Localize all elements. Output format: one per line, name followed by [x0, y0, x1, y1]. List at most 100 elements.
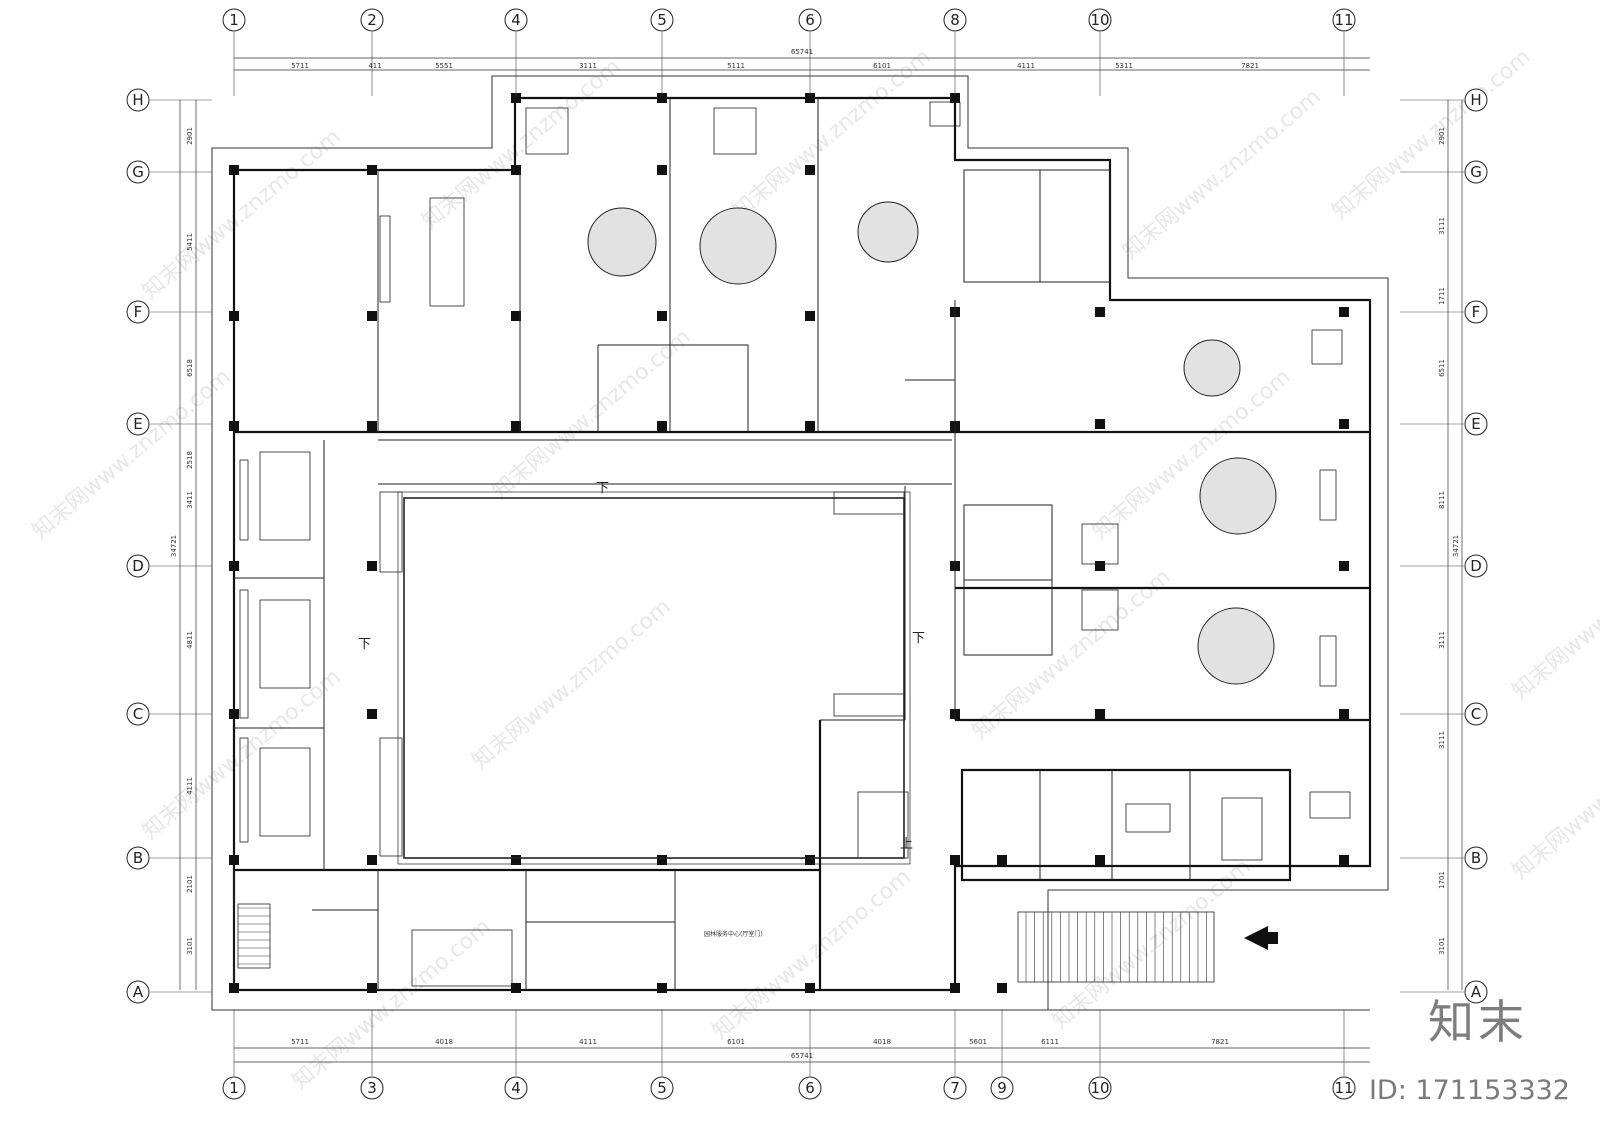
column	[367, 165, 377, 175]
axis-bottom-1-label: 1	[229, 1079, 239, 1097]
column	[229, 311, 239, 321]
watermark-text: 知末网www.znzmo.com	[708, 864, 916, 1044]
dim-right-seg: 3111	[1438, 217, 1446, 235]
column	[1339, 855, 1349, 865]
dim-bottom-seg: 5601	[969, 1038, 987, 1046]
axis-right-F-circle	[1464, 300, 1488, 324]
dim-bottom-seg: 7821	[1211, 1038, 1229, 1046]
watermark-text: 知末网www.znzmo.com	[468, 594, 676, 774]
dim-left-seg: 3411	[186, 491, 194, 509]
axis-left-A-label: A	[133, 983, 144, 1001]
column	[1095, 561, 1105, 571]
dim-right-total: 34721	[1452, 535, 1460, 557]
dim-right-seg: 1701	[1438, 871, 1446, 889]
column	[657, 421, 667, 431]
axis-left-D-circle	[126, 554, 150, 578]
axis-bottom-9-circle	[990, 1076, 1014, 1100]
column	[367, 561, 377, 571]
axis-right-H-circle	[1464, 88, 1488, 112]
column	[367, 709, 377, 719]
dim-bottom-seg: 6101	[727, 1038, 745, 1046]
courtyard	[379, 491, 911, 865]
column	[1095, 419, 1105, 429]
axis-left-A-circle	[126, 980, 150, 1004]
interior-partitions	[233, 98, 1191, 990]
dim-right-seg: 3101	[1438, 937, 1446, 955]
axis-bottom-10-circle	[1088, 1076, 1112, 1100]
column	[805, 855, 815, 865]
dim-top-seg: 5711	[291, 62, 309, 70]
axis-top-4-circle	[504, 8, 528, 32]
axis-right-D-label: D	[1470, 557, 1482, 575]
axis-top-11-circle	[1332, 8, 1356, 32]
column	[511, 165, 521, 175]
brand-watermark-logo: 知末	[1428, 995, 1528, 1049]
column	[805, 165, 815, 175]
axis-right-G-circle	[1464, 160, 1488, 184]
dim-left-seg: 6518	[186, 359, 194, 377]
axis-left-F-label: F	[134, 303, 143, 321]
axis-top-10-circle	[1088, 8, 1112, 32]
dim-left-seg: 2518	[186, 451, 194, 469]
axis-top-4-label: 4	[511, 11, 521, 29]
axis-bottom-6-label: 6	[805, 1079, 815, 1097]
dim-bottom-seg: 5711	[291, 1038, 309, 1046]
axis-right-B-label: B	[1471, 849, 1481, 867]
axis-top-8-circle	[943, 8, 967, 32]
column	[805, 93, 815, 103]
watermark-text: 知末网www.znzmo.com	[28, 364, 236, 544]
dim-top-seg: 5311	[1115, 62, 1133, 70]
axis-bottom-1-circle	[222, 1076, 246, 1100]
dim-right-seg: 3111	[1438, 631, 1446, 649]
axis-right-E-circle	[1464, 412, 1488, 436]
column	[805, 311, 815, 321]
column	[805, 983, 815, 993]
axis-top-1-circle	[222, 8, 246, 32]
column	[950, 93, 960, 103]
room-note: 园林服务中心(厅室门)	[704, 930, 763, 938]
furniture-rectangles	[239, 101, 1351, 987]
axis-left-G-label: G	[132, 163, 144, 181]
watermark-text: 知末网www.znzmo.com	[288, 914, 496, 1094]
axis-right-F-label: F	[1472, 303, 1481, 321]
column	[229, 855, 239, 865]
axis-left-D-label: D	[132, 557, 144, 575]
dim-left-seg: 3101	[186, 937, 194, 955]
axis-grid	[150, 32, 1464, 1076]
column	[997, 855, 1007, 865]
dim-right-seg: 3111	[1438, 731, 1446, 749]
dim-top-seg: 5111	[727, 62, 745, 70]
column	[511, 983, 521, 993]
dim-top-seg: 6101	[873, 62, 891, 70]
column	[367, 983, 377, 993]
column	[950, 983, 960, 993]
column	[1339, 709, 1349, 719]
axis-left-B-label: B	[133, 849, 143, 867]
stair-down-top-label: 下	[596, 481, 609, 496]
dimension-lines	[179, 57, 1463, 1063]
dim-left-seg: 2101	[186, 875, 194, 893]
column	[657, 93, 667, 103]
axis-top-5-circle	[650, 8, 674, 32]
column	[1339, 307, 1349, 317]
column	[657, 983, 667, 993]
axis-left-F-circle	[126, 300, 150, 324]
column	[367, 311, 377, 321]
stair-down-left-label: 下	[358, 637, 371, 652]
column	[229, 561, 239, 571]
axis-right-A-label: A	[1471, 983, 1482, 1001]
column	[1339, 561, 1349, 571]
column	[950, 855, 960, 865]
column	[367, 421, 377, 431]
stair-down-right-label: 下	[912, 631, 925, 646]
dim-left-total: 34721	[170, 535, 178, 557]
dim-left-seg: 4111	[186, 777, 194, 795]
column	[1095, 307, 1105, 317]
dim-top-seg: 411	[368, 62, 381, 70]
stairs	[237, 791, 1215, 983]
dim-left-seg: 2901	[186, 127, 194, 145]
axis-right-D-circle	[1464, 554, 1488, 578]
